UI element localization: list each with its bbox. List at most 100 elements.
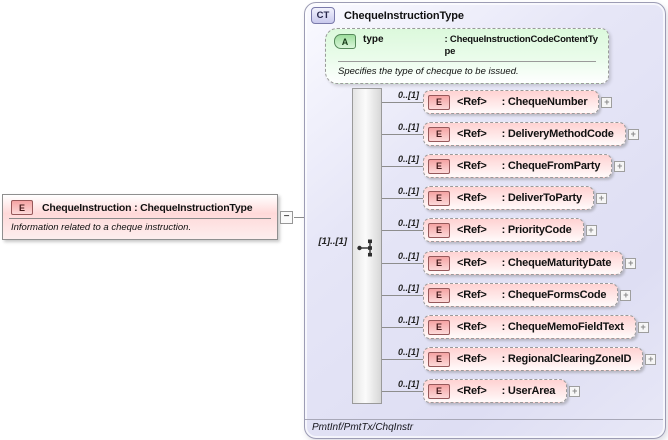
element-name: : DeliveryMethodCode xyxy=(501,128,614,140)
element-row: 0..[1] E <Ref> : DeliveryMethodCode + xyxy=(382,121,639,147)
complex-type-badge-icon: CT xyxy=(311,7,335,24)
element-badge-icon: E xyxy=(11,200,33,215)
element-badge-icon: E xyxy=(428,190,450,206)
element-ref-box[interactable]: E <Ref> : PriorityCode xyxy=(423,218,584,242)
element-badge-icon: E xyxy=(428,158,450,174)
element-ref-label: <Ref> xyxy=(457,160,487,172)
sequence-cardinality-label: [1]..[1] xyxy=(318,236,348,247)
expand-icon[interactable]: + xyxy=(585,224,597,236)
cardinality-label: 0..[1] xyxy=(397,218,419,228)
element-ref-label: <Ref> xyxy=(457,192,487,204)
element-connector: 0..[1] xyxy=(382,250,423,276)
element-name: : ChequeMaturityDate xyxy=(501,257,612,269)
connector-line xyxy=(382,359,423,360)
element-name: : DeliverToParty xyxy=(501,192,583,204)
connector-line xyxy=(382,134,423,135)
element-ref-box[interactable]: E <Ref> : ChequeFromParty xyxy=(423,154,613,178)
element-name: : PriorityCode xyxy=(501,224,572,236)
element-connector: 0..[1] xyxy=(382,346,423,372)
expand-icon[interactable]: + xyxy=(645,353,657,365)
element-name: : RegionalClearingZoneID xyxy=(501,353,632,365)
element-ref-box[interactable]: E <Ref> : DeliveryMethodCode xyxy=(423,122,626,146)
expand-icon[interactable]: + xyxy=(627,128,639,140)
divider xyxy=(305,419,663,420)
expand-icon[interactable]: + xyxy=(620,289,632,301)
expand-icon[interactable]: + xyxy=(569,385,581,397)
element-row: 0..[1] E <Ref> : UserArea + xyxy=(382,378,581,404)
element-badge-icon: E xyxy=(428,287,450,303)
source-element-title: ChequeInstruction : ChequeInstructionTyp… xyxy=(42,201,253,214)
element-badge-icon: E xyxy=(428,222,450,238)
element-row: 0..[1] E <Ref> : PriorityCode + xyxy=(382,217,597,243)
cardinality-label: 0..[1] xyxy=(397,154,419,164)
connector-line xyxy=(294,217,311,218)
element-row: 0..[1] E <Ref> : ChequeNumber + xyxy=(382,89,613,115)
attribute-box[interactable]: A type : ChequeInstructionCodeContentTyp… xyxy=(325,28,609,84)
expand-icon[interactable]: + xyxy=(614,160,626,172)
connector-line xyxy=(382,230,423,231)
element-ref-box[interactable]: E <Ref> : ChequeNumber xyxy=(423,90,600,114)
element-ref-box[interactable]: E <Ref> : ChequeMaturityDate xyxy=(423,251,624,275)
element-ref-label: <Ref> xyxy=(457,128,487,140)
element-badge-icon: E xyxy=(428,383,450,399)
connector-line xyxy=(382,102,423,103)
expand-icon[interactable]: + xyxy=(595,192,607,204)
element-name: : ChequeNumber xyxy=(501,96,588,108)
element-connector: 0..[1] xyxy=(382,185,423,211)
element-ref-box[interactable]: E <Ref> : ChequeFormsCode xyxy=(423,283,619,307)
element-row: 0..[1] E <Ref> : DeliverToParty + xyxy=(382,185,607,211)
cardinality-label: 0..[1] xyxy=(397,347,419,357)
element-ref-label: <Ref> xyxy=(457,96,487,108)
element-ref-label: <Ref> xyxy=(457,385,487,397)
connector-line xyxy=(382,198,423,199)
cardinality-label: 0..[1] xyxy=(397,315,419,325)
element-ref-label: <Ref> xyxy=(457,321,487,333)
element-connector: 0..[1] xyxy=(382,314,423,340)
element-row: 0..[1] E <Ref> : ChequeMemoFieldText + xyxy=(382,314,649,340)
element-ref-box[interactable]: E <Ref> : UserArea xyxy=(423,379,568,403)
element-ref-label: <Ref> xyxy=(457,224,487,236)
complex-type-title: ChequeInstructionType xyxy=(344,9,464,22)
element-connector: 0..[1] xyxy=(382,217,423,243)
cardinality-label: 0..[1] xyxy=(397,283,419,293)
connector-line xyxy=(382,166,423,167)
attribute-badge-icon: A xyxy=(334,34,356,49)
attribute-annotation: Specifies the type of checque to be issu… xyxy=(338,65,519,77)
connector-line xyxy=(382,327,423,328)
element-ref-box[interactable]: E <Ref> : DeliverToParty xyxy=(423,186,594,210)
divider xyxy=(338,60,596,62)
element-ref-label: <Ref> xyxy=(457,257,487,269)
element-connector: 0..[1] xyxy=(382,282,423,308)
element-ref-box[interactable]: E <Ref> : ChequeMemoFieldText xyxy=(423,315,636,339)
divider xyxy=(9,218,271,219)
element-row: 0..[1] E <Ref> : RegionalClearingZoneID … xyxy=(382,346,657,372)
expand-icon[interactable]: + xyxy=(637,321,649,333)
complex-type-header: CT ChequeInstructionType xyxy=(311,7,464,24)
expand-icon[interactable]: + xyxy=(625,257,637,269)
connector-line xyxy=(382,295,423,296)
element-connector: 0..[1] xyxy=(382,89,423,115)
expand-icon[interactable]: + xyxy=(601,96,613,108)
cardinality-label: 0..[1] xyxy=(397,186,419,196)
element-ref-box[interactable]: E <Ref> : RegionalClearingZoneID xyxy=(423,347,644,371)
element-name: : UserArea xyxy=(501,385,556,397)
element-name: : ChequeMemoFieldText xyxy=(501,321,624,333)
element-connector: 0..[1] xyxy=(382,121,423,147)
cardinality-label: 0..[1] xyxy=(397,122,419,132)
collapse-icon[interactable]: − xyxy=(280,211,293,224)
footer-xpath-label: PmtInf/PmtTx/ChqInstr xyxy=(312,422,414,433)
element-name: : ChequeFormsCode xyxy=(501,289,607,301)
attribute-type: : ChequeInstructionCodeContentType xyxy=(444,34,599,57)
source-element-annotation: Information related to a cheque instruct… xyxy=(11,222,192,233)
cardinality-label: 0..[1] xyxy=(397,379,419,389)
attribute-name: type xyxy=(363,34,384,45)
element-connector: 0..[1] xyxy=(382,378,423,404)
element-ref-label: <Ref> xyxy=(457,289,487,301)
sequence-bar xyxy=(352,88,382,404)
cardinality-label: 0..[1] xyxy=(397,90,419,100)
sequence-icon xyxy=(357,239,372,257)
element-row: 0..[1] E <Ref> : ChequeFormsCode + xyxy=(382,282,632,308)
source-element-box: E ChequeInstruction : ChequeInstructionT… xyxy=(2,194,278,240)
cardinality-label: 0..[1] xyxy=(397,251,419,261)
